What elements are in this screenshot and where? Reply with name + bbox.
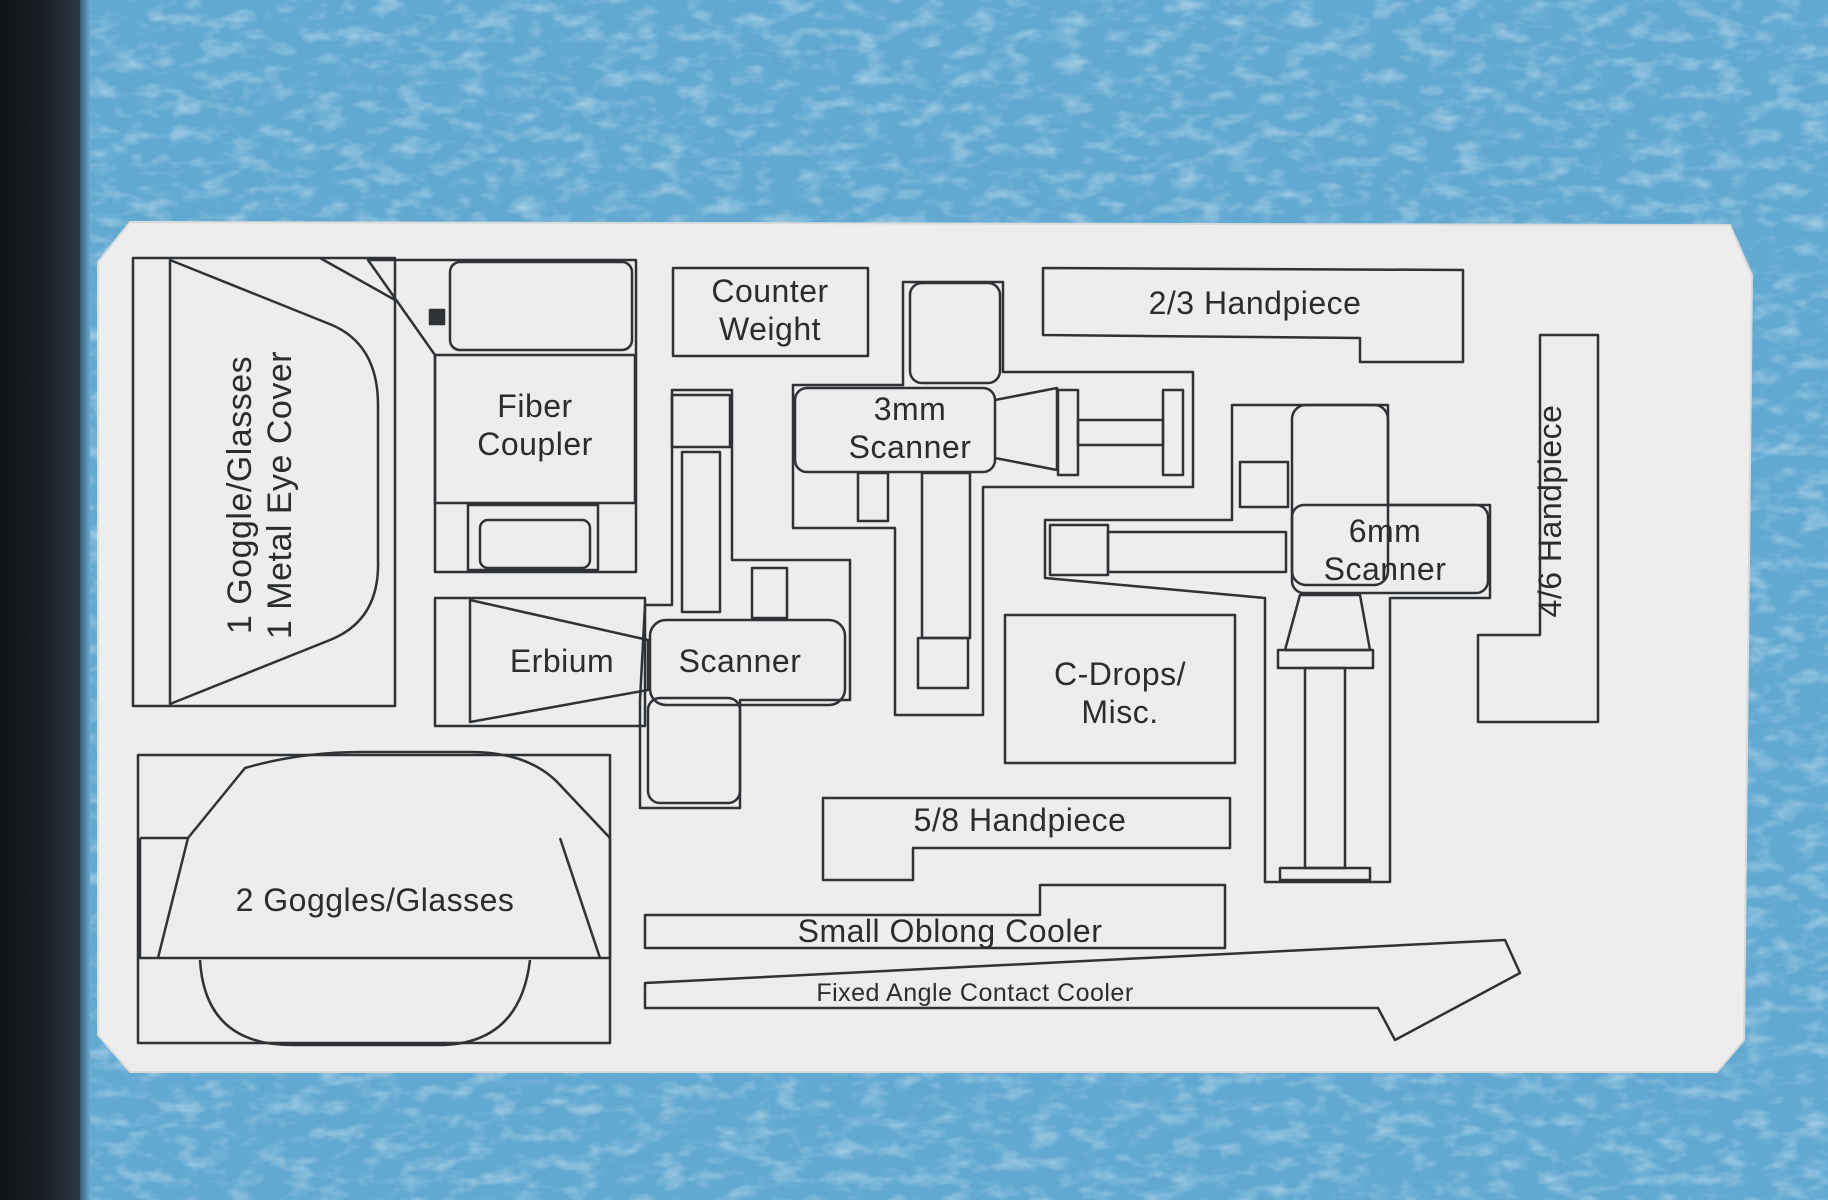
- label-fixed-angle-contact-cooler: Fixed Angle Contact Cooler: [816, 979, 1134, 1007]
- label-fiber-coupler: Fiber Coupler: [440, 387, 630, 463]
- goggle-eye-cover-cutout: [131, 256, 397, 708]
- label-3mm-line1: 3mm: [873, 391, 947, 427]
- label-cdrops-line2: Misc.: [1081, 694, 1159, 730]
- erbium-scanner-cutout: [433, 388, 852, 810]
- label-counter-weight: Counter Weight: [675, 272, 865, 348]
- label-handpiece-58: 5/8 Handpiece: [913, 802, 1127, 838]
- label-small-oblong-cooler: Small Oblong Cooler: [797, 913, 1103, 949]
- label-c-drops-misc: C-Drops/ Misc.: [1010, 655, 1230, 731]
- label-counter-line1: Counter: [711, 273, 829, 309]
- label-6mm-line1: 6mm: [1348, 513, 1422, 549]
- label-6mm-line2: Scanner: [1323, 551, 1447, 587]
- handpiece-58-cutout: [821, 796, 1232, 882]
- small-oblong-cooler-cutout: [643, 883, 1227, 950]
- counter-weight-cutout: [671, 266, 870, 358]
- scanner-3mm-cutout: [791, 280, 1195, 717]
- label-two-goggles: 2 Goggles/Glasses: [235, 882, 515, 918]
- sheet-background: [97, 220, 1754, 1073]
- two-goggles-cutout: [136, 750, 612, 1047]
- label-erbium: Erbium: [509, 643, 615, 679]
- scanner-6mm-cutout: [1043, 403, 1492, 884]
- label-goggle-eye-cover: 1 Goggle/Glasses 1 Metal Eye Cover: [220, 345, 300, 645]
- label-handpiece-23: 2/3 Handpiece: [1148, 285, 1362, 321]
- c-drops-misc-cutout: [1003, 613, 1237, 765]
- fixed-angle-contact-cooler-cutout: [643, 938, 1522, 1042]
- dark-case-edge: [0, 0, 80, 1200]
- case-edge-highlight: [80, 0, 90, 1200]
- label-fiber-line2: Coupler: [477, 426, 593, 462]
- label-scanner-6mm: 6mm Scanner: [1295, 512, 1475, 588]
- label-goggle-cover-line1: 1 Goggle/Glasses: [221, 355, 259, 635]
- label-fiber-line1: Fiber: [497, 388, 573, 424]
- label-scanner-3mm: 3mm Scanner: [810, 390, 1010, 466]
- handpiece-23-cutout: [1041, 266, 1465, 364]
- label-3mm-line2: Scanner: [848, 429, 972, 465]
- label-handpiece-46: 4/6 Handpiece: [1532, 404, 1568, 618]
- label-scanner: Scanner: [678, 643, 802, 679]
- label-cdrops-line1: C-Drops/: [1053, 656, 1186, 692]
- label-counter-line2: Weight: [718, 311, 821, 347]
- label-goggle-cover-line2: 1 Metal Eye Cover: [261, 350, 299, 640]
- handpiece-46-cutout: [1476, 333, 1600, 724]
- fiber-coupler-cutout: [366, 258, 638, 574]
